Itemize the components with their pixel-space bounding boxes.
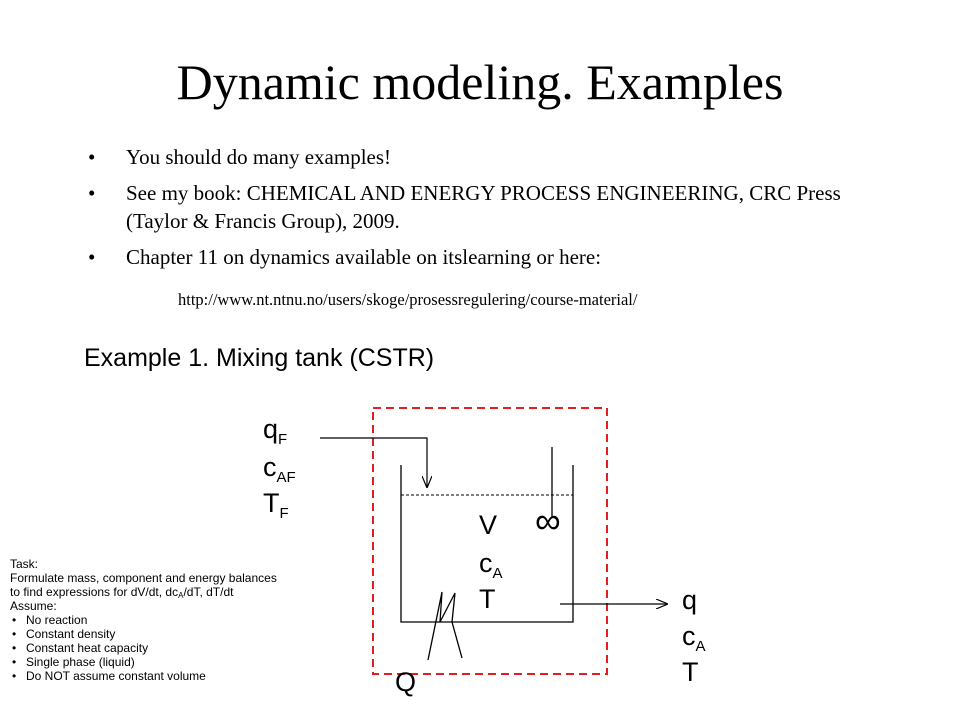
inlet-concentration-label: cAF bbox=[263, 452, 296, 486]
example-heading: Example 1. Mixing tank (CSTR) bbox=[84, 344, 435, 372]
assumption-item: Do NOT assume constant volume bbox=[10, 669, 345, 683]
tank-concentration-label: cA bbox=[479, 548, 503, 582]
heat-input-label: Q bbox=[395, 667, 417, 697]
assumption-list: No reaction Constant density Constant he… bbox=[10, 613, 345, 683]
slide-title: Dynamic modeling. Examples bbox=[176, 54, 784, 110]
assume-heading: Assume: bbox=[10, 599, 57, 613]
task-description: Task: Formulate mass, component and ener… bbox=[10, 557, 345, 683]
task-heading: Task: bbox=[10, 557, 39, 571]
course-material-url[interactable]: http://www.nt.ntnu.no/users/skoge/proses… bbox=[178, 290, 638, 309]
tank-volume-label: V bbox=[479, 510, 498, 540]
assumption-item: Single phase (liquid) bbox=[10, 655, 345, 669]
task-line: Formulate mass, component and energy bal… bbox=[10, 571, 277, 585]
inlet-temperature-label: TF bbox=[263, 488, 289, 522]
inlet-stream-arrow bbox=[320, 437, 427, 487]
task-line: to find expressions for dV/dt, dcA/dT, d… bbox=[10, 585, 234, 600]
bullet-item: Chapter 11 on dynamics available on itsl… bbox=[88, 243, 888, 271]
mixer-icon: ∞ bbox=[535, 500, 561, 541]
tank-temperature-label: T bbox=[479, 584, 496, 614]
bullet-list: You should do many examples! See my book… bbox=[88, 143, 888, 279]
assumption-item: Constant heat capacity bbox=[10, 641, 345, 655]
bullet-item: See my book: CHEMICAL AND ENERGY PROCESS… bbox=[88, 179, 888, 235]
control-volume-boundary bbox=[372, 407, 608, 675]
heating-coil bbox=[427, 591, 463, 661]
outlet-temperature-label: T bbox=[682, 657, 699, 687]
tank-outline bbox=[400, 465, 574, 623]
inlet-flow-label: qF bbox=[263, 414, 288, 448]
assumption-item: No reaction bbox=[10, 613, 345, 627]
outlet-flow-label: q bbox=[682, 585, 698, 615]
outlet-concentration-label: cA bbox=[682, 621, 706, 655]
bullet-item: You should do many examples! bbox=[88, 143, 888, 171]
assumption-item: Constant density bbox=[10, 627, 345, 641]
